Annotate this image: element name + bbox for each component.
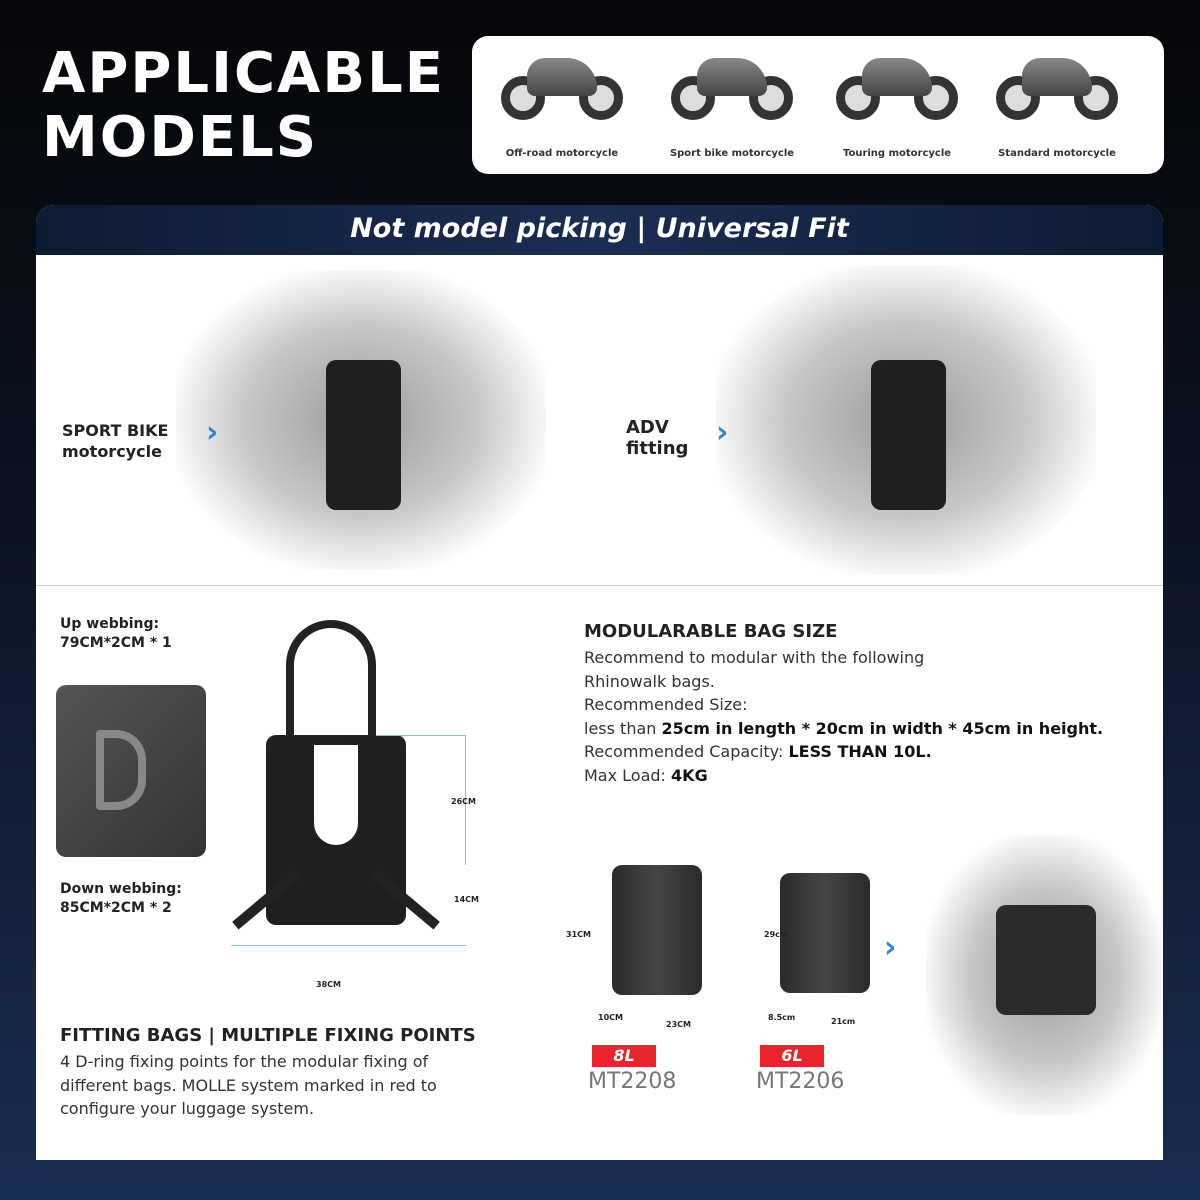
dim-lower: 14CM [454,895,479,904]
capacity-badge: 6L [760,1045,824,1067]
bag-mt2208-image [612,865,702,995]
title-line2: MODELS [42,105,319,170]
bag-model: MT2208 [588,1069,677,1094]
model-label: Off-road motorcycle [505,148,619,159]
fitting-bags-text: 4 D-ring fixing points for the modular f… [60,1052,437,1118]
model-label: Sport bike motorcycle [669,148,795,159]
down-webbing: Down webbing:85CM*2CM * 2 [60,881,182,916]
sport-bike-photo [176,270,546,570]
motorcycle-icon [667,46,797,126]
model-offroad: Off-road motorcycle [482,46,642,166]
bag-mt2206-image [780,873,870,993]
dim-upper: 26CM [451,797,476,806]
motorcycle-icon [497,46,627,126]
dim-width: 38CM [316,980,341,989]
title-line1: APPLICABLE [42,41,446,106]
bag-size-title: MODULARABLE BAG SIZE [584,621,838,642]
dimension-line [376,735,466,865]
models-panel: Off-road motorcycle Sport bike motorcycl… [472,36,1164,174]
dimension-line [231,945,466,946]
bag-width: 21cm [831,1017,856,1026]
up-webbing: Up webbing:79CM*2CM * 1 [60,616,172,651]
divider [36,585,1163,586]
model-label: Touring motorcycle [842,148,952,159]
model-standard: Standard motorcycle [977,46,1137,166]
dim-top: 9CM [322,735,342,744]
bag-model: MT2206 [756,1069,845,1094]
bag-depth: 8.5cm [768,1013,796,1022]
model-label: Standard motorcycle [998,148,1116,159]
model-sport: Sport bike motorcycle [652,46,812,166]
chevron-right-icon: › [206,415,219,450]
model-touring: Touring motorcycle [817,46,977,166]
bag-height: 29cm [764,930,789,939]
mounted-bag-photo [926,835,1163,1115]
chevron-right-icon: › [884,930,897,965]
card-title: Not model picking | Universal Fit [36,205,1163,255]
bag-depth: 10CM [598,1013,623,1022]
adv-photo [716,265,1096,575]
bag-width: 23CM [666,1020,691,1029]
motorcycle-icon [992,46,1122,126]
chevron-right-icon: › [716,415,729,450]
capacity-badge: 8L [592,1045,656,1067]
bag-height: 31CM [566,930,591,939]
d-ring-closeup [56,685,206,857]
motorcycle-icon [832,46,962,126]
fitting-bags-title: FITTING BAGS | MULTIPLE FIXING POINTS [60,1025,476,1046]
info-card: Not model picking | Universal Fit SPORT … [36,205,1163,1160]
